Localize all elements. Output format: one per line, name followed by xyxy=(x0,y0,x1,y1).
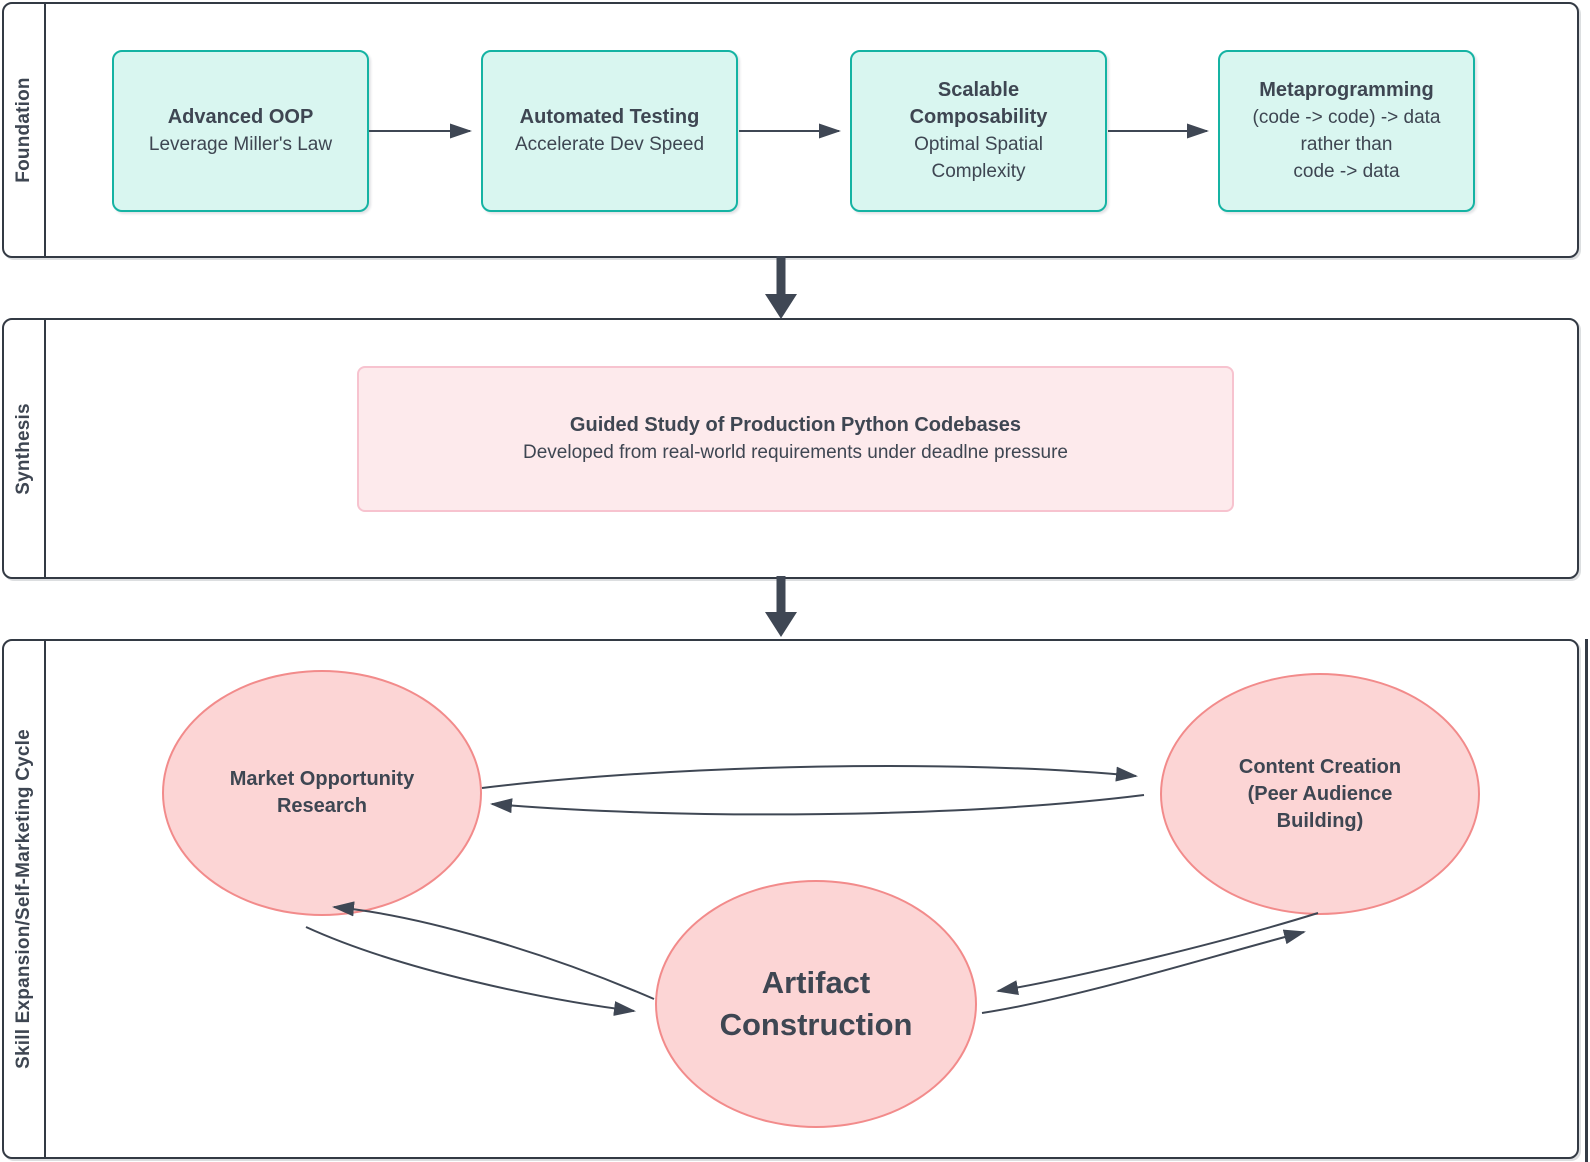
arrow-synthesis-to-cycle xyxy=(765,576,797,637)
node-advanced-oop: Advanced OOP Leverage Miller's Law xyxy=(112,50,369,212)
node-artifact-construction: Artifact Construction xyxy=(655,880,977,1128)
canvas-edge-line xyxy=(1585,639,1588,1162)
lane-synthesis-header: Synthesis xyxy=(4,320,46,577)
arrow-foundation-to-synthesis xyxy=(765,256,797,319)
lane-skill-expansion-header: Skill Expansion/Self-Marketing Cycle xyxy=(4,641,46,1157)
node-metaprogramming-subtitle: (code -> code) -> data rather than code … xyxy=(1252,107,1441,182)
node-metaprogramming: Metaprogramming (code -> code) -> data r… xyxy=(1218,50,1475,212)
node-scalable-composability-title: Scalable Composability xyxy=(909,79,1048,128)
node-content-creation-label: Content Creation (Peer Audience Building… xyxy=(1238,755,1402,832)
lane-foundation-label: Foundation xyxy=(13,77,34,183)
node-market-opportunity-research: Market Opportunity Research xyxy=(162,670,482,916)
lane-skill-expansion-label: Skill Expansion/Self-Marketing Cycle xyxy=(13,729,34,1069)
node-guided-study: Guided Study of Production Python Codeba… xyxy=(357,366,1234,512)
node-guided-study-title: Guided Study of Production Python Codeba… xyxy=(569,414,1022,436)
lane-skill-expansion: Skill Expansion/Self-Marketing Cycle xyxy=(2,639,1579,1159)
node-advanced-oop-title: Advanced OOP xyxy=(167,106,314,128)
lane-synthesis-label: Synthesis xyxy=(13,402,34,495)
node-metaprogramming-title: Metaprogramming xyxy=(1259,79,1434,101)
node-scalable-composability-subtitle: Optimal Spatial Complexity xyxy=(914,134,1043,182)
node-automated-testing-subtitle: Accelerate Dev Speed xyxy=(514,134,705,155)
node-automated-testing: Automated Testing Accelerate Dev Speed xyxy=(481,50,738,212)
node-guided-study-subtitle: Developed from real-world requirements u… xyxy=(523,442,1068,463)
node-automated-testing-title: Automated Testing xyxy=(519,106,700,128)
node-scalable-composability: Scalable Composability Optimal Spatial C… xyxy=(850,50,1107,212)
lane-foundation-header: Foundation xyxy=(4,4,46,256)
node-advanced-oop-subtitle: Leverage Miller's Law xyxy=(148,134,333,155)
node-content-creation: Content Creation (Peer Audience Building… xyxy=(1160,673,1480,915)
node-market-opportunity-research-label: Market Opportunity Research xyxy=(229,768,415,817)
node-artifact-construction-label: Artifact Construction xyxy=(719,965,913,1042)
